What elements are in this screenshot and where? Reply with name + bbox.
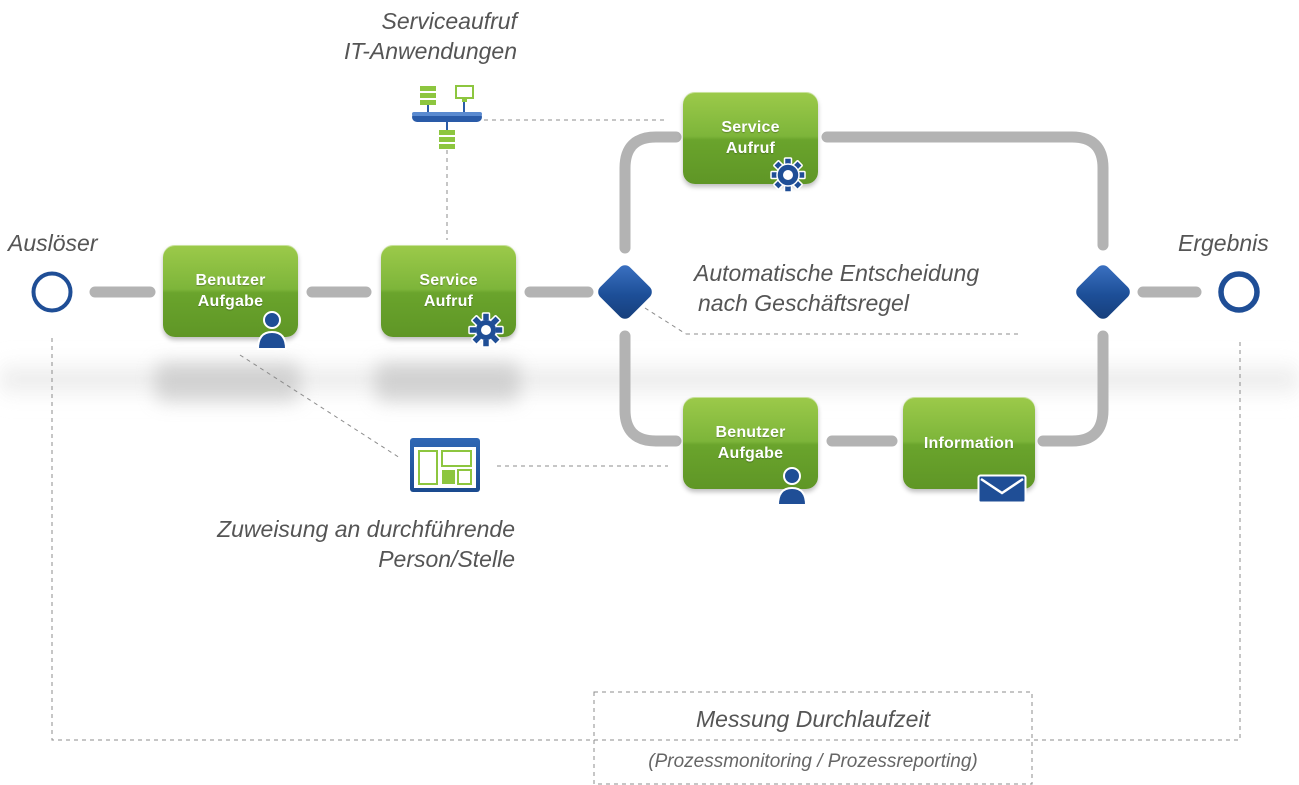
assignment-label-line1: Zuweisung an durchführende [217, 516, 515, 542]
start-event-circle [31, 271, 73, 313]
decision-label-line2: nach Geschäftsregel [698, 290, 909, 316]
user-icon [256, 311, 288, 350]
assignment-label: Zuweisung an durchführende Person/Stelle [217, 514, 515, 574]
associations [51, 119, 1241, 785]
worklist-window-icon [410, 438, 480, 492]
service-call-label-line1: Serviceaufruf [381, 8, 517, 34]
join-gateway [1076, 265, 1130, 319]
upper-service-task-line1: Service [721, 119, 780, 136]
assignment-label-line2: Person/Stelle [378, 546, 515, 572]
end-event-circle [1218, 271, 1260, 313]
assoc-gateway-leader [644, 307, 687, 335]
assoc-measurement-bracket [51, 338, 1241, 741]
measurement-title: Messung Durchlaufzeit [696, 706, 930, 732]
user-task-line2: Aufgabe [197, 293, 264, 310]
service-task-line1: Service [419, 272, 478, 289]
service-task-line2: Aufruf [423, 293, 474, 310]
flow-gateway-to-upper-service [619, 131, 682, 254]
measurement-subtitle: (Prozessmonitoring / Prozessreporting) [648, 751, 978, 772]
server-network-icon [412, 85, 482, 149]
flow-gateway-to-lower-user-task [619, 330, 682, 447]
service-call-label: Serviceaufruf IT-Anwendungen [344, 6, 517, 66]
flow-information-to-join [1037, 330, 1109, 447]
decision-label-line1: Automatische Entscheidung [694, 260, 980, 286]
result-label: Ergebnis [1178, 230, 1269, 256]
measurement-box-border [593, 691, 1033, 785]
gear-icon [770, 157, 806, 193]
user-task-line1: Benutzer [195, 272, 266, 289]
sequence-flows [89, 131, 1202, 447]
split-gateway [598, 265, 652, 319]
user-icon [776, 467, 808, 506]
information-task-box: Information [903, 397, 1035, 489]
envelope-icon [977, 474, 1027, 504]
information-task-line1: Information [923, 434, 1015, 452]
service-call-label-line2: IT-Anwendungen [343, 38, 517, 64]
upper-service-task-line2: Aufruf [725, 140, 776, 157]
trigger-label: Auslöser [8, 230, 98, 256]
gear-icon [468, 312, 504, 348]
decision-label: Automatische Entscheidung nach Geschäfts… [694, 258, 979, 318]
flow-upper-service-to-join [821, 131, 1109, 251]
reflection-band [0, 352, 1299, 407]
lower-user-task-line1: Benutzer [715, 424, 786, 441]
lower-user-task-line2: Aufgabe [717, 445, 784, 462]
